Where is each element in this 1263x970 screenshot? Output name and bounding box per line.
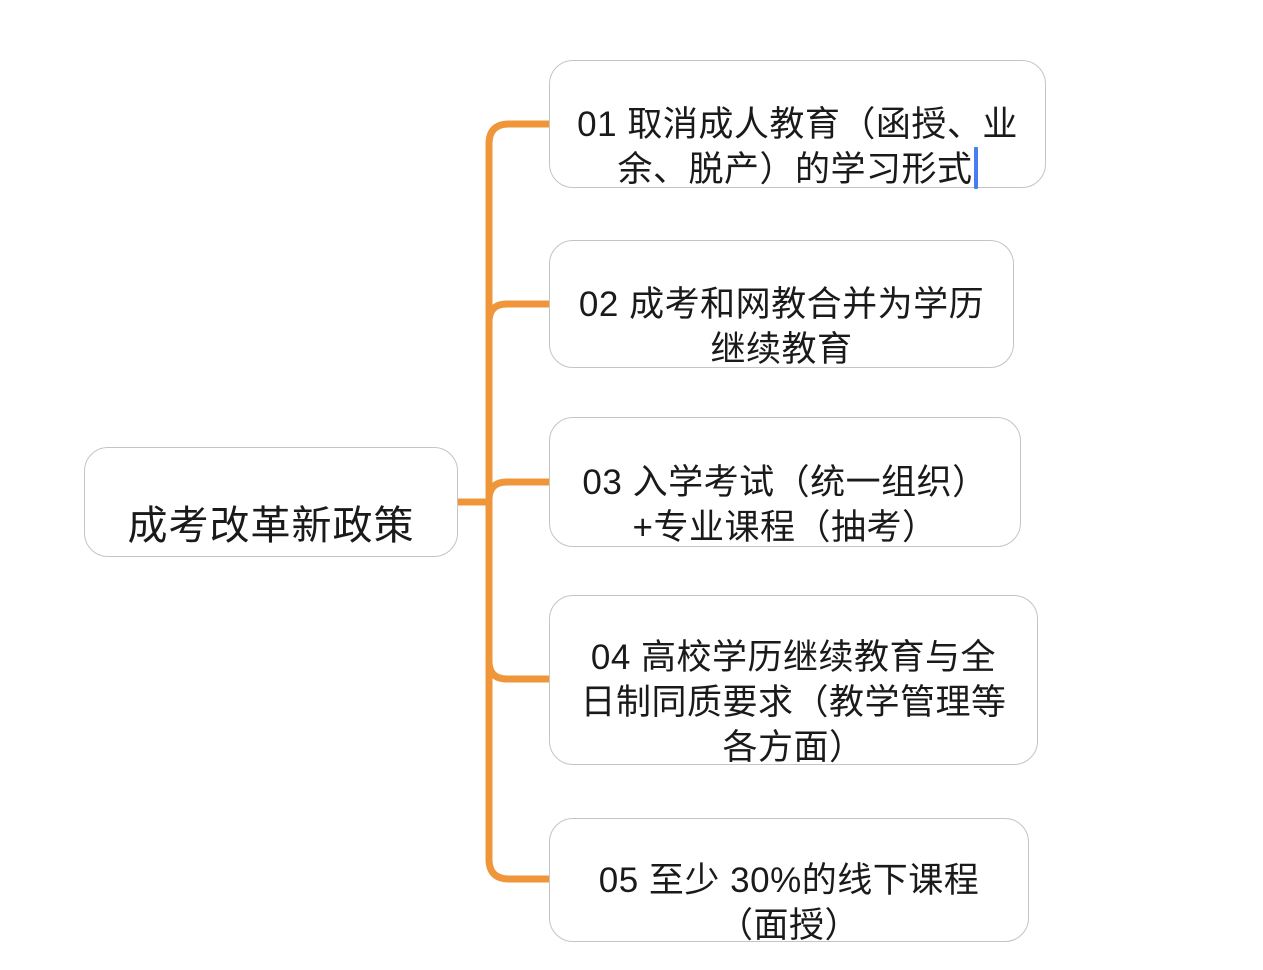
node-04-label: 04 高校学历继续教育与全 日制同质要求（教学管理等 各方面） <box>580 638 1007 767</box>
node-01-label: 01 取消成人教育（函授、业 余、脱产）的学习形式 <box>577 104 1018 189</box>
connector-branch-node04 <box>485 657 553 683</box>
root-node[interactable]: 成考改革新政策 <box>84 447 458 557</box>
node-02-label: 02 成考和网教合并为学历 继续教育 <box>578 284 985 369</box>
mindmap-node-02[interactable]: 02 成考和网教合并为学历 继续教育 <box>549 240 1014 369</box>
mindmap-node-03[interactable]: 03 入学考试（统一组织） +专业课程（抽考） <box>549 417 1021 547</box>
mindmap-node-04[interactable]: 04 高校学历继续教育与全 日制同质要求（教学管理等 各方面） <box>549 595 1038 767</box>
mindmap-node-01[interactable]: 01 取消成人教育（函授、业 余、脱产）的学习形式 <box>549 60 1046 189</box>
text-cursor <box>973 146 978 189</box>
mindmap-node-05[interactable]: 05 至少 30%的线下课程 （面授） <box>549 818 1029 945</box>
root-node-label: 成考改革新政策 <box>127 504 415 548</box>
node-05-label: 05 至少 30%的线下课程 （面授） <box>598 860 980 945</box>
connector-trunk <box>485 120 553 883</box>
connector-branch-node03 <box>485 478 553 504</box>
connector-branch-node02 <box>485 300 553 326</box>
node-03-label: 03 入学考试（统一组织） +专业课程（抽考） <box>582 462 988 547</box>
